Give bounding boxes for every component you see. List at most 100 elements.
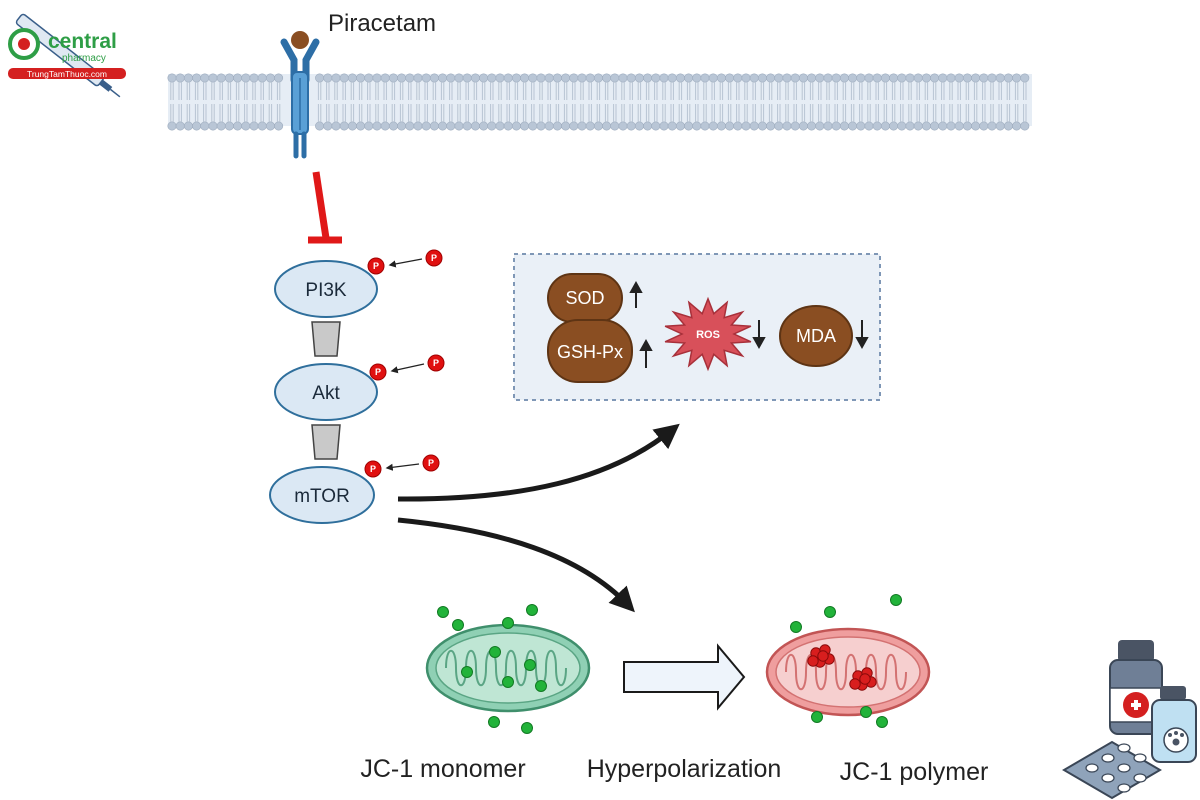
lipid-head bbox=[675, 73, 685, 83]
lipid-head bbox=[339, 121, 349, 131]
lipid-head bbox=[167, 73, 177, 83]
jc1-polymer-label: JC-1 polymer bbox=[840, 758, 989, 786]
lipid-head bbox=[347, 73, 357, 83]
membrane-lipid-heads bbox=[167, 73, 1030, 131]
lipid-head bbox=[954, 73, 964, 83]
lipid-head bbox=[487, 73, 497, 83]
lipid-head bbox=[544, 73, 554, 83]
lipid-head bbox=[577, 121, 587, 131]
lipid-head bbox=[610, 73, 620, 83]
lipid-head bbox=[626, 73, 636, 83]
lipid-head bbox=[274, 121, 284, 131]
lipid-head bbox=[520, 121, 530, 131]
lipid-head bbox=[356, 121, 366, 131]
lipid-head bbox=[569, 121, 579, 131]
lipid-head bbox=[848, 73, 858, 83]
jc1-monomer-dot bbox=[811, 711, 823, 723]
lipid-head bbox=[208, 121, 218, 131]
lipid-head bbox=[552, 73, 562, 83]
jc1-monomer-dot bbox=[488, 716, 500, 728]
lipid-head bbox=[265, 73, 275, 83]
lipid-head bbox=[938, 73, 948, 83]
lipid-head bbox=[979, 73, 989, 83]
lipid-head bbox=[224, 121, 234, 131]
lipid-head bbox=[905, 73, 915, 83]
lipid-head bbox=[438, 73, 448, 83]
phospho-free-mtor: P bbox=[422, 454, 440, 472]
lipid-head bbox=[536, 73, 546, 83]
lipid-head bbox=[946, 121, 956, 131]
lipid-head bbox=[749, 73, 759, 83]
hyperpolarization-label: Hyperpolarization bbox=[587, 755, 782, 783]
lipid-head bbox=[577, 73, 587, 83]
jc1-aggregate bbox=[807, 644, 835, 668]
lipid-head bbox=[495, 121, 505, 131]
lipid-head bbox=[167, 121, 177, 131]
lipid-head bbox=[241, 121, 251, 131]
lipid-head bbox=[331, 73, 341, 83]
lipid-head bbox=[397, 73, 407, 83]
marker-ros: ROS bbox=[664, 296, 752, 372]
lipid-head bbox=[339, 73, 349, 83]
phospho-label: P bbox=[373, 261, 379, 271]
lipid-head bbox=[429, 73, 439, 83]
lipid-head bbox=[856, 73, 866, 83]
lipid-head bbox=[175, 121, 185, 131]
lipid-head bbox=[323, 121, 333, 131]
jc1-monomer-dot bbox=[860, 706, 872, 718]
lipid-head bbox=[183, 73, 193, 83]
mtor-label: mTOR bbox=[294, 486, 350, 507]
lipid-head bbox=[749, 121, 759, 131]
lipid-head bbox=[889, 121, 899, 131]
lipid-head bbox=[897, 121, 907, 131]
lipid-head bbox=[634, 73, 644, 83]
lipid-head bbox=[454, 73, 464, 83]
lipid-head bbox=[741, 73, 751, 83]
lipid-head bbox=[405, 121, 415, 131]
lipid-head bbox=[503, 73, 513, 83]
lipid-head bbox=[462, 121, 472, 131]
jc1-residual-dots bbox=[790, 594, 902, 728]
jc1-aggregate bbox=[849, 667, 877, 691]
phospho-label: P bbox=[433, 358, 439, 368]
lipid-head bbox=[454, 121, 464, 131]
lipid-head bbox=[479, 121, 489, 131]
lipid-head bbox=[971, 73, 981, 83]
lipid-head bbox=[651, 121, 661, 131]
lipid-head bbox=[388, 73, 398, 83]
lipid-head bbox=[315, 121, 325, 131]
jc1-monomer-dot bbox=[790, 621, 802, 633]
lipid-head bbox=[413, 73, 423, 83]
pi3k-label: PI3K bbox=[305, 280, 347, 301]
phospho-bound-pi3k: P bbox=[367, 257, 385, 275]
jc1-monomer-dot bbox=[437, 606, 449, 618]
lipid-head bbox=[602, 73, 612, 83]
lipid-head bbox=[667, 121, 677, 131]
lipid-head bbox=[265, 121, 275, 131]
lipid-head bbox=[175, 73, 185, 83]
jc1-monomer-dot bbox=[876, 716, 888, 728]
lipid-head bbox=[962, 73, 972, 83]
lipid-head bbox=[798, 121, 808, 131]
ros-label: ROS bbox=[696, 329, 720, 341]
marker-sod: SOD bbox=[547, 273, 623, 323]
lipid-head bbox=[274, 73, 284, 83]
lipid-head bbox=[889, 73, 899, 83]
lipid-head bbox=[987, 73, 997, 83]
hyperpolarization-arrow bbox=[623, 643, 746, 711]
mitochondrion-monomer bbox=[425, 623, 591, 713]
lipid-head bbox=[479, 73, 489, 83]
lipid-head bbox=[364, 73, 374, 83]
lipid-head bbox=[536, 121, 546, 131]
lipid-head bbox=[233, 73, 243, 83]
lipid-head bbox=[520, 73, 530, 83]
lipid-head bbox=[347, 121, 357, 131]
lipid-head bbox=[692, 121, 702, 131]
lipid-head bbox=[913, 121, 923, 131]
lipid-head bbox=[880, 121, 890, 131]
lipid-head bbox=[708, 121, 718, 131]
piracetam-ligand bbox=[291, 31, 309, 49]
lipid-head bbox=[618, 73, 628, 83]
lipid-head bbox=[782, 121, 792, 131]
lipid-head bbox=[831, 121, 841, 131]
